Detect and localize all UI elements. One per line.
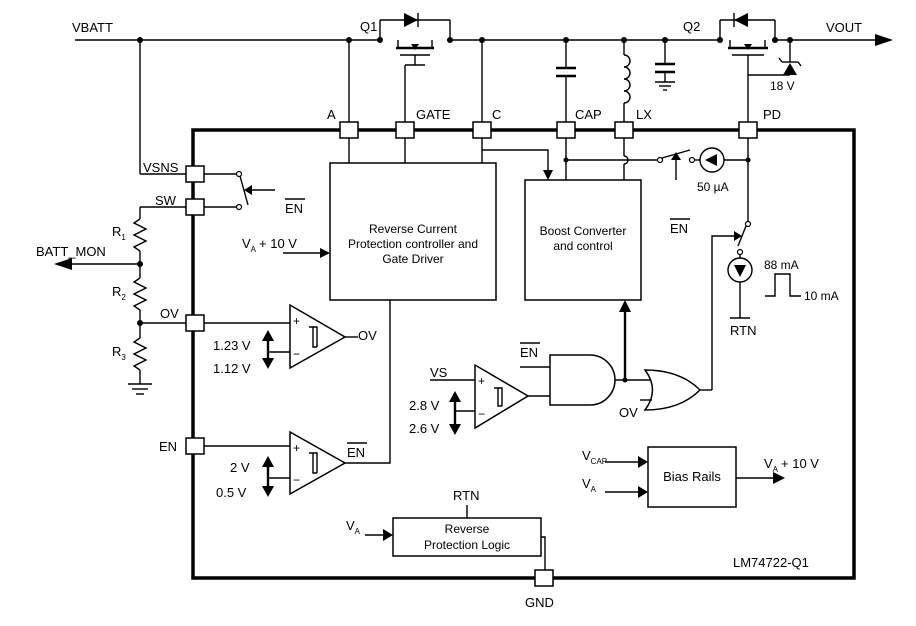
vs-hysteresis-arrow [449,391,461,435]
output-capacitor [655,40,675,91]
boost-text-2: and control [553,239,612,253]
pin-ov [185,314,205,332]
or-gate [640,369,712,411]
r1-label: R1 [112,224,126,242]
en-comparator [204,300,391,496]
wire [541,536,546,570]
pin-label-en: EN [159,439,177,454]
rcp-text-2: Protection controller and [348,237,478,251]
minus-sign: − [478,407,485,421]
en-hysteresis-arrow [262,456,274,497]
gnd-label: GND [525,595,554,610]
pin-label-c: C [492,107,501,122]
pin-en [185,437,205,455]
q1-label: Q1 [360,19,377,34]
bias-rails-block [647,446,737,508]
pin-label-ov: OV [160,306,179,321]
pin-cap [556,121,576,139]
va-label-bias: VA [582,476,597,494]
batt-mon-label: BATT_MON [36,244,106,259]
pin-label-a: A [327,107,336,122]
va-out-label: VA+ 10 V [764,456,819,474]
pin-pd [738,121,758,139]
bias-rails-text: Bias Rails [663,469,721,484]
plus-sign: + [478,374,485,388]
part-number: LM74722-Q1 [733,555,809,570]
reverse-protection-block [392,517,542,557]
junction-dot [563,157,569,163]
en-bar-comp: EN [347,445,365,460]
en-high-threshold: 2 V [230,460,250,475]
q2-label: Q2 [683,19,700,34]
en-low-threshold: 0.5 V [216,485,247,500]
pin-gate [395,121,415,139]
en-bar-50ua: EN [670,221,688,236]
q1-mosfet [379,13,451,75]
r2-label: R2 [112,284,126,302]
cap-capacitor [556,40,576,122]
va-label-rev: VA [346,518,361,536]
minus-sign: − [293,347,300,361]
rtn-top-label: RTN [453,488,479,503]
pin-label-cap: CAP [575,107,602,122]
current-10ma-label: 10 mA [804,289,839,303]
rcp-text-1: Reverse Current [369,222,458,236]
current-88ma-label: 88 mA [764,258,799,272]
pin-label-sw: SW [155,193,177,208]
ov-hysteresis-arrow [262,330,274,369]
reverse-current-block [329,162,497,301]
zener-diode [778,40,802,75]
ov-comp-label: OV [358,328,377,343]
r3-label: R3 [112,344,126,362]
pin-c [472,121,492,139]
switch-vsns-sw [204,170,275,211]
en-bar-gate: EN [520,345,538,360]
vs-comparator [430,363,550,430]
chip-outline [191,128,856,580]
boost-text-1: Boost Converter [540,224,627,238]
vs-high-threshold: 2.8 V [409,398,440,413]
ov-gate-label: OV [619,405,638,420]
va-label-rcp: VA+ 10 V [242,236,297,254]
en-bar-sw: EN [285,201,303,216]
rev-text-1: Reverse [445,522,490,536]
current-50ua-label: 50 µA [697,180,729,194]
rcp-text-3: Gate Driver [382,252,443,266]
vs-low-threshold: 2.6 V [409,421,440,436]
vout-label: VOUT [826,20,862,35]
rev-text-2: Protection Logic [424,538,510,552]
pin-label-lx: LX [636,107,652,122]
ov-low-threshold: 1.12 V [213,361,251,376]
batt-mon-arrow [54,258,72,270]
pin-label-pd: PD [763,107,781,122]
current-source-88ma [727,257,801,319]
lx-inductor [623,40,631,122]
pin-gnd [534,569,554,587]
wire [482,149,549,172]
ov-high-threshold: 1.23 V [213,338,251,353]
zener-voltage: 18 V [770,79,795,93]
minus-sign: − [293,473,300,487]
and-gate [520,354,660,406]
switch-50ua [656,149,700,180]
pin-label-vsns: VSNS [143,160,179,175]
resistor-divider [128,206,186,395]
pin-a [339,121,359,139]
pin-vsns [185,165,205,183]
current-source-50ua [699,147,748,173]
boost-converter-block [524,179,642,301]
pin-label-gate: GATE [416,107,451,122]
vs-label: VS [430,365,448,380]
q2-mosfet [719,13,790,76]
plus-sign: + [293,314,300,328]
vbatt-label: VBATT [72,20,113,35]
switch-pd [711,220,752,390]
vcap-label: VCAP [582,448,607,466]
rtn-right-label: RTN [730,323,756,338]
pin-sw [185,198,205,216]
plus-sign: + [293,441,300,455]
ov-comparator [204,303,358,370]
pin-lx [614,121,634,139]
